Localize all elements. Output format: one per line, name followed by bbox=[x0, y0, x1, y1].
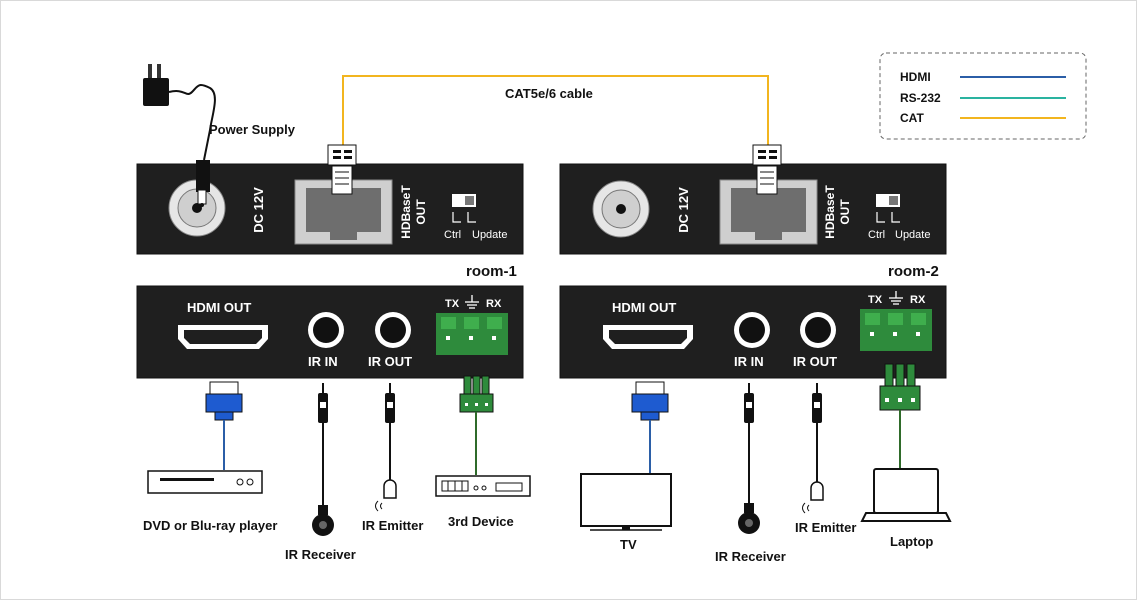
room1-hdbaset-label2: OUT bbox=[414, 199, 428, 225]
room2-hdmi-port bbox=[603, 325, 693, 349]
room1-rs232-terminal bbox=[436, 313, 508, 355]
room1-ir-receiver-cable bbox=[318, 383, 328, 505]
room2-bottom-panel: HDMI OUT IR IN IR OUT TX RX bbox=[559, 285, 947, 379]
room1-ir-out-label: IR OUT bbox=[368, 354, 412, 369]
room2-title: room-2 bbox=[888, 263, 939, 280]
room1-ir-in-jack bbox=[308, 312, 344, 348]
room2-rj45-plug bbox=[752, 144, 782, 195]
legend-box bbox=[879, 52, 1087, 140]
tv-icon bbox=[580, 473, 672, 531]
room2-top-panel: DC 12V HDBaseT OUT Ctrl Update bbox=[559, 163, 947, 255]
room1-rs232-plug bbox=[459, 375, 494, 413]
room1-title: room-1 bbox=[466, 263, 517, 280]
legend-label-rs232: RS-232 bbox=[900, 91, 941, 105]
room1-ground-icon bbox=[465, 295, 479, 309]
legend-label-hdmi: HDMI bbox=[900, 70, 931, 84]
room1-tx-label: TX bbox=[445, 298, 460, 310]
ir-receiver-icon bbox=[738, 503, 760, 534]
room1-ir-in-label: IR IN bbox=[308, 354, 338, 369]
room2-hdmi-out-label: HDMI OUT bbox=[612, 300, 676, 315]
laptop-icon bbox=[860, 468, 952, 522]
room1-rj45-plug bbox=[327, 144, 357, 195]
room2-rs232-plug bbox=[879, 363, 921, 411]
room1-top-panel: DC 12V HDBaseT OUT Ctrl Update bbox=[136, 163, 524, 255]
room2-hdbaset-label1: HDBaseT bbox=[823, 185, 837, 239]
room2-ir-emitter-cable bbox=[812, 383, 822, 484]
room1-ir-receiver-label: IR Receiver bbox=[285, 547, 356, 562]
room2-dc-jack bbox=[592, 180, 650, 238]
room2-ir-out-jack bbox=[800, 312, 836, 348]
room2-rs232-terminal bbox=[860, 309, 932, 351]
room1-ctrl-label: Ctrl bbox=[444, 229, 461, 241]
room1-rs232-device-label: 3rd Device bbox=[448, 514, 514, 529]
room2-hdmi-device-label: TV bbox=[620, 537, 637, 552]
room2-ir-in-jack bbox=[734, 312, 770, 348]
room2-tx-label: TX bbox=[868, 294, 883, 306]
room2-rx-label: RX bbox=[910, 294, 926, 306]
room2-hdmi-connector bbox=[631, 381, 669, 421]
ir-receiver-icon bbox=[312, 505, 334, 536]
room2-hdbaset-label2: OUT bbox=[838, 199, 852, 225]
cat-cable bbox=[342, 75, 769, 150]
power-adapter-icon bbox=[143, 64, 216, 161]
legend-label-cat: CAT bbox=[900, 111, 924, 125]
room2-ir-in-label: IR IN bbox=[734, 354, 764, 369]
room2-ir-out-label: IR OUT bbox=[793, 354, 837, 369]
room2-update-label: Update bbox=[895, 229, 930, 241]
cat-cable-label: CAT5e/6 cable bbox=[505, 86, 593, 101]
room1-hdmi-out-label: HDMI OUT bbox=[187, 300, 251, 315]
room1-bottom-panel: HDMI OUT IR IN IR OUT TX RX bbox=[136, 285, 524, 379]
room2-ctrl-label: Ctrl bbox=[868, 229, 885, 241]
room2-ir-emitter-label: IR Emitter bbox=[795, 520, 856, 535]
room2-ir-receiver-cable bbox=[744, 383, 754, 503]
room1-hdmi-device-label: DVD or Blu-ray player bbox=[143, 518, 277, 533]
room1-ir-out-jack bbox=[375, 312, 411, 348]
room1-hdbaset-label1: HDBaseT bbox=[399, 185, 413, 239]
ir-emitter-icon bbox=[375, 479, 397, 512]
room1-ir-emitter-cable bbox=[385, 383, 395, 482]
dvd-player-icon bbox=[147, 470, 263, 494]
third-device-icon bbox=[435, 475, 531, 497]
room2-ground-icon bbox=[889, 291, 903, 305]
room2-mode-switch[interactable] bbox=[876, 194, 900, 223]
room1-mode-switch[interactable] bbox=[452, 194, 476, 223]
power-supply-label: Power Supply bbox=[209, 122, 296, 137]
room1-hdmi-port bbox=[178, 325, 268, 349]
legend: HDMI RS-232 CAT bbox=[879, 52, 1087, 140]
room1-update-label: Update bbox=[472, 229, 507, 241]
room2-rs232-device-label: Laptop bbox=[890, 534, 933, 549]
room2-dc-label: DC 12V bbox=[676, 187, 691, 233]
room1-dc-plug bbox=[196, 160, 210, 207]
room2-ir-receiver-label: IR Receiver bbox=[715, 549, 786, 564]
room1-dc-label: DC 12V bbox=[251, 187, 266, 233]
room1-rx-label: RX bbox=[486, 298, 502, 310]
room1-hdmi-connector bbox=[205, 381, 243, 421]
room1-ir-emitter-label: IR Emitter bbox=[362, 518, 423, 533]
ir-emitter-icon bbox=[802, 481, 824, 514]
